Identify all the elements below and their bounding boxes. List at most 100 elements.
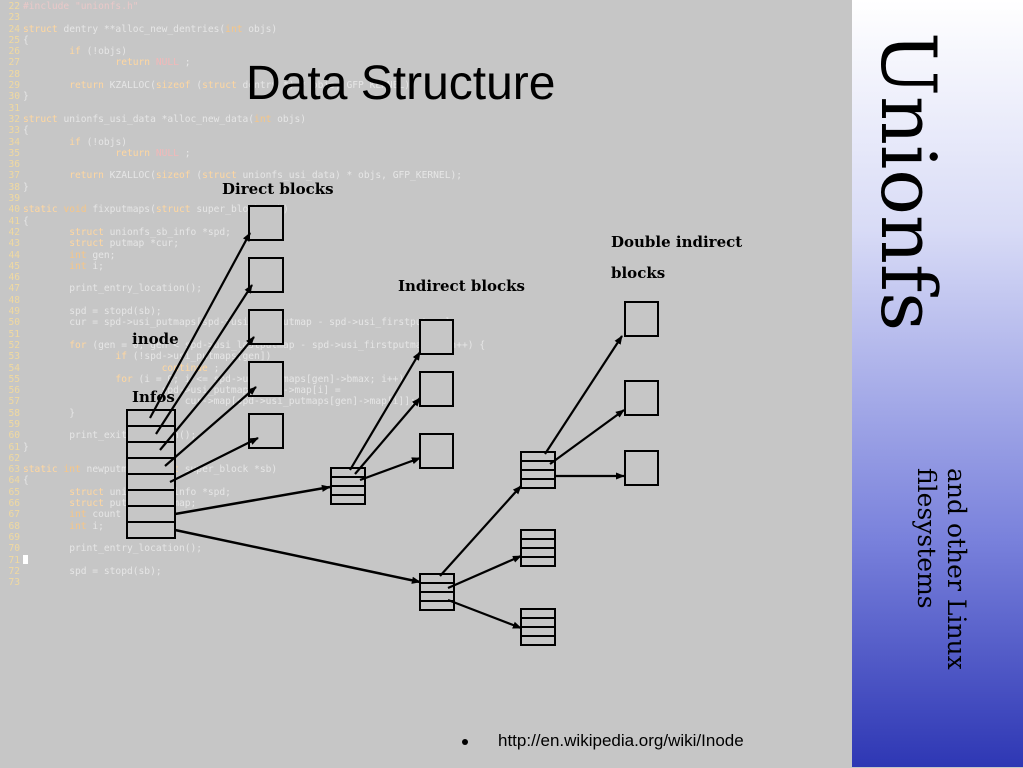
code-token: struct <box>69 486 104 498</box>
line-number: 33 <box>8 125 20 137</box>
code-token: (!objs) <box>86 136 127 148</box>
code-token: i; <box>92 520 104 532</box>
code-token: fixputmaps( <box>92 204 156 216</box>
code-line: 30} <box>0 91 852 102</box>
code-line: 47 print_entry_location(); <box>0 283 852 294</box>
code-line: 23 <box>0 12 852 23</box>
code-line: 28 <box>0 69 852 80</box>
code-token: objs) <box>248 23 278 35</box>
line-number: 72 <box>8 565 20 577</box>
code-token: } <box>23 407 75 419</box>
code-token: return <box>69 170 104 182</box>
double-indirect-block <box>419 573 455 611</box>
line-number: 23 <box>8 12 20 24</box>
code-line: 38} <box>0 182 852 193</box>
code-token: (!spd->usi_putmaps[gen]) <box>132 351 272 363</box>
code-token: cur = spd->usi_putmaps[spd->usi_lastputm… <box>23 317 457 329</box>
line-number: 69 <box>8 531 20 543</box>
code-token: static <box>23 204 58 216</box>
code-token: struct <box>23 23 58 35</box>
line-number: 28 <box>8 68 20 80</box>
code-token: cur->map[spd->usi_putmaps[gen]->map[i]]; <box>23 396 416 408</box>
indirect-data-blocks <box>419 319 454 469</box>
code-token: return <box>115 147 151 159</box>
line-number: 65 <box>8 486 20 498</box>
line-number: 48 <box>8 294 20 306</box>
line-number: 62 <box>8 452 20 464</box>
code-token: putmap *cur; <box>109 238 179 250</box>
code-token: struct <box>69 226 104 238</box>
line-number: 22 <box>8 1 20 12</box>
line-number: 66 <box>8 498 20 510</box>
line-number: 24 <box>8 23 20 35</box>
code-token: struct <box>69 238 104 250</box>
code-token: int <box>225 23 243 35</box>
direct-block <box>248 413 284 449</box>
tagline-line1: and other Linux <box>942 468 971 670</box>
brand-tagline: and other Linux filesystems <box>911 468 971 670</box>
code-token: struct <box>202 170 237 182</box>
line-number: 31 <box>8 102 20 114</box>
line-number: 61 <box>8 441 20 453</box>
line-number: 42 <box>8 226 20 238</box>
line-number: 53 <box>8 351 20 363</box>
line-number: 56 <box>8 385 20 397</box>
code-line: 71 <box>0 555 852 566</box>
code-line: 61} <box>0 442 852 453</box>
code-token: void <box>63 204 87 216</box>
line-number: 50 <box>8 317 20 329</box>
code-line: 58 } <box>0 408 852 419</box>
code-token: objs) <box>277 113 307 125</box>
brand-sidebar <box>852 0 1023 767</box>
indirect-block <box>330 467 366 505</box>
code-line: 22#include "unionfs.h" <box>0 1 852 12</box>
second-level-blocks <box>520 451 556 646</box>
code-line: 43 struct putmap *cur; <box>0 238 852 249</box>
code-token: } <box>23 181 29 193</box>
line-number: 40 <box>8 204 20 216</box>
line-number: 57 <box>8 396 20 408</box>
code-line: 34 if (!objs) <box>0 137 852 148</box>
pointer-double-indirect <box>174 528 421 584</box>
code-token: } <box>23 441 29 453</box>
source-link[interactable]: http://en.wikipedia.org/wiki/Inode <box>498 731 744 750</box>
code-line: 57 cur->map[spd->usi_putmaps[gen]->map[i… <box>0 396 852 407</box>
text-cursor-icon <box>23 555 28 565</box>
code-token: } <box>23 91 29 103</box>
code-token: (gen = 0; gen < spd->usi_lastputmap - sp… <box>92 339 486 351</box>
slide-title: Data Structure <box>246 57 556 110</box>
code-line: 39 <box>0 193 852 204</box>
code-token: print_entry_location(); <box>23 543 203 555</box>
label-double-indirect-line2: blocks <box>611 264 665 282</box>
label-double-indirect-line1: Double indirect <box>611 233 742 251</box>
code-token: super_block *sb) <box>184 464 278 476</box>
code-line: 37 return KZALLOC(sizeof (struct unionfs… <box>0 170 852 181</box>
code-line: 31 <box>0 103 852 114</box>
pointer-indirect <box>174 484 331 516</box>
line-number: 38 <box>8 181 20 193</box>
code-token: NULL <box>155 147 179 159</box>
data-pointers <box>544 335 625 480</box>
code-token: gen; <box>92 249 116 261</box>
code-token: newputmap( <box>86 464 145 476</box>
line-number: 51 <box>8 328 20 340</box>
bullet-item: http://en.wikipedia.org/wiki/Inode <box>462 731 744 751</box>
line-number: 45 <box>8 260 20 272</box>
line-number: 63 <box>8 464 20 476</box>
code-token: return <box>115 57 151 69</box>
line-number: 58 <box>8 407 20 419</box>
code-token: unionfs_usi_data *alloc_new_data( <box>63 113 255 125</box>
inode-block <box>126 409 176 539</box>
code-token: { <box>23 34 29 46</box>
double-indirect-data-blocks <box>624 301 659 486</box>
direct-block <box>248 257 284 293</box>
line-number: 37 <box>8 170 20 182</box>
direct-block <box>248 205 284 241</box>
code-line: 72 spd = stopd(sb); <box>0 566 852 577</box>
code-token: ; <box>184 57 191 69</box>
code-line: 35 return NULL ; <box>0 148 852 159</box>
line-number: 49 <box>8 306 20 318</box>
